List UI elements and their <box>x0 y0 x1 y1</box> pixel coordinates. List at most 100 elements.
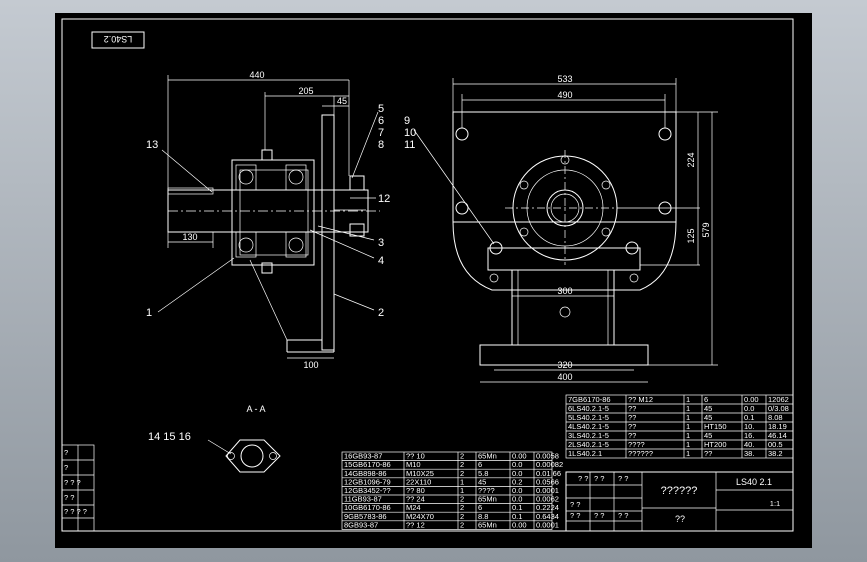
parts-cell: ?? 24 <box>406 495 425 504</box>
margin-label: ? <box>64 463 68 472</box>
parts-cell: ?? M12 <box>628 395 653 404</box>
parts-cell: 00.5 <box>768 440 783 449</box>
parts-cell: 45 <box>704 413 712 422</box>
balloon-label: 6 <box>378 115 384 127</box>
parts-cell: ???? <box>478 486 495 495</box>
parts-cell: ?? 10 <box>406 452 425 461</box>
parts-cell: 6 <box>478 460 482 469</box>
parts-cell: 1 <box>460 477 464 486</box>
parts-cell: ?? <box>628 431 636 440</box>
dim-label: 440 <box>249 70 264 80</box>
parts-cell: 0.00082 <box>536 460 563 469</box>
margin-label: ? <box>64 448 68 457</box>
parts-cell: 12GB3452-?? <box>344 486 391 495</box>
parts-cell: 0.0 <box>744 404 754 413</box>
front-view: 533 490 224 125 579 300 320 400 9 10 11 <box>404 74 718 383</box>
parts-cell: HT150 <box>704 422 727 431</box>
parts-cell: 1 <box>686 404 690 413</box>
parts-cell: 2 <box>460 460 464 469</box>
parts-cell: 2 <box>460 495 464 504</box>
parts-cell: 16GB93-87 <box>344 452 382 461</box>
parts-cell: 15GB6170-86 <box>344 460 391 469</box>
parts-cell: 0/3.08 <box>768 404 789 413</box>
parts-cell: 14GB898-86 <box>344 469 387 478</box>
parts-cell: 4LS40.2.1-5 <box>568 422 609 431</box>
parts-cell: 2 <box>460 503 464 512</box>
section-view: A - A 14 15 16 <box>148 404 281 473</box>
parts-cell: 0.00 <box>512 520 527 529</box>
parts-cell: 12062 <box>768 395 789 404</box>
parts-cell: 8.8 <box>478 512 488 521</box>
parts-cell: 0.00 <box>512 452 527 461</box>
parts-cell: ?? <box>628 422 636 431</box>
balloon-label: 2 <box>378 307 384 319</box>
parts-cell: 11GB93-87 <box>344 495 382 504</box>
balloon-label: 1 <box>146 307 152 319</box>
parts-cell: 7GB6170-86 <box>568 395 611 404</box>
title-block: ?????? ?? LS40 2.1 1:1 ? ? ? ? ? ? ? ? ?… <box>565 471 794 532</box>
parts-cell: 1 <box>686 449 690 458</box>
parts-cell: 0.6434 <box>536 512 559 521</box>
parts-cell: 1 <box>460 486 464 495</box>
parts-cell: 0.01 66 <box>536 469 561 478</box>
title-code: LS40 2.1 <box>736 477 772 487</box>
parts-cell: 1LS40.2.1 <box>568 449 602 458</box>
parts-cell: M24X70 <box>406 512 434 521</box>
parts-cell: 10GB6170-86 <box>344 503 391 512</box>
parts-cell: 0.0058 <box>536 452 559 461</box>
parts-cell: 9GB5783-86 <box>344 512 387 521</box>
parts-cell: 0.0 <box>512 460 522 469</box>
parts-cell: 0.0 <box>512 486 522 495</box>
parts-cell: 2 <box>460 512 464 521</box>
parts-cell: 0.0001 <box>536 520 559 529</box>
balloon-label: 7 <box>378 127 384 139</box>
title-cell: ? ? <box>618 474 628 483</box>
parts-cell: 6 <box>704 395 708 404</box>
parts-cell: 2 <box>460 469 464 478</box>
balloon-label: 12 <box>378 193 390 205</box>
dim-label: 320 <box>557 360 572 370</box>
title-scale: 1:1 <box>770 499 780 508</box>
parts-cell: 6 <box>478 503 482 512</box>
parts-cell: 10. <box>744 422 754 431</box>
parts-cell: M10 <box>406 460 421 469</box>
balloon-label: 13 <box>146 139 158 151</box>
parts-cell: 12GB1096-79 <box>344 477 391 486</box>
parts-cell: ?? <box>704 449 712 458</box>
dim-label: 490 <box>557 90 572 100</box>
title-cell: ? ? <box>570 500 580 509</box>
parts-cell: ?? <box>628 413 636 422</box>
balloon-label: 10 <box>404 127 416 139</box>
parts-cell: ?????? <box>628 449 653 458</box>
margin-label: ? ? ? <box>64 478 81 487</box>
parts-cell: 0.0001 <box>536 486 559 495</box>
side-view: 440 205 45 130 100 13 5 6 7 8 12 3 4 1 2 <box>146 70 390 370</box>
parts-cell: 8.08 <box>768 413 783 422</box>
parts-cell: 2LS40.2.1-5 <box>568 440 609 449</box>
parts-cell: 40. <box>744 440 754 449</box>
dim-label: 533 <box>557 74 572 84</box>
parts-cell: ?? <box>628 404 636 413</box>
parts-cell: 1 <box>686 431 690 440</box>
parts-cell: HT200 <box>704 440 727 449</box>
parts-cell: 1 <box>686 395 690 404</box>
parts-cell: 46.14 <box>768 431 787 440</box>
balloon-label: 8 <box>378 139 384 151</box>
parts-cell: 1 <box>686 422 690 431</box>
parts-cell: 0.1 <box>512 512 522 521</box>
dim-label: 224 <box>686 152 696 167</box>
parts-cell: 6LS40.2.1-5 <box>568 404 609 413</box>
title-name: ?????? <box>661 485 698 497</box>
balloon-label: 4 <box>378 255 384 267</box>
parts-cell: ???? <box>628 440 645 449</box>
parts-cell: 0.0 <box>512 469 522 478</box>
dim-label: 300 <box>557 286 572 296</box>
balloon-label: 5 <box>378 103 384 115</box>
section-label: A - A <box>246 404 265 414</box>
title-cell: ? ? <box>618 511 628 520</box>
title-cell: ? ? <box>594 511 604 520</box>
